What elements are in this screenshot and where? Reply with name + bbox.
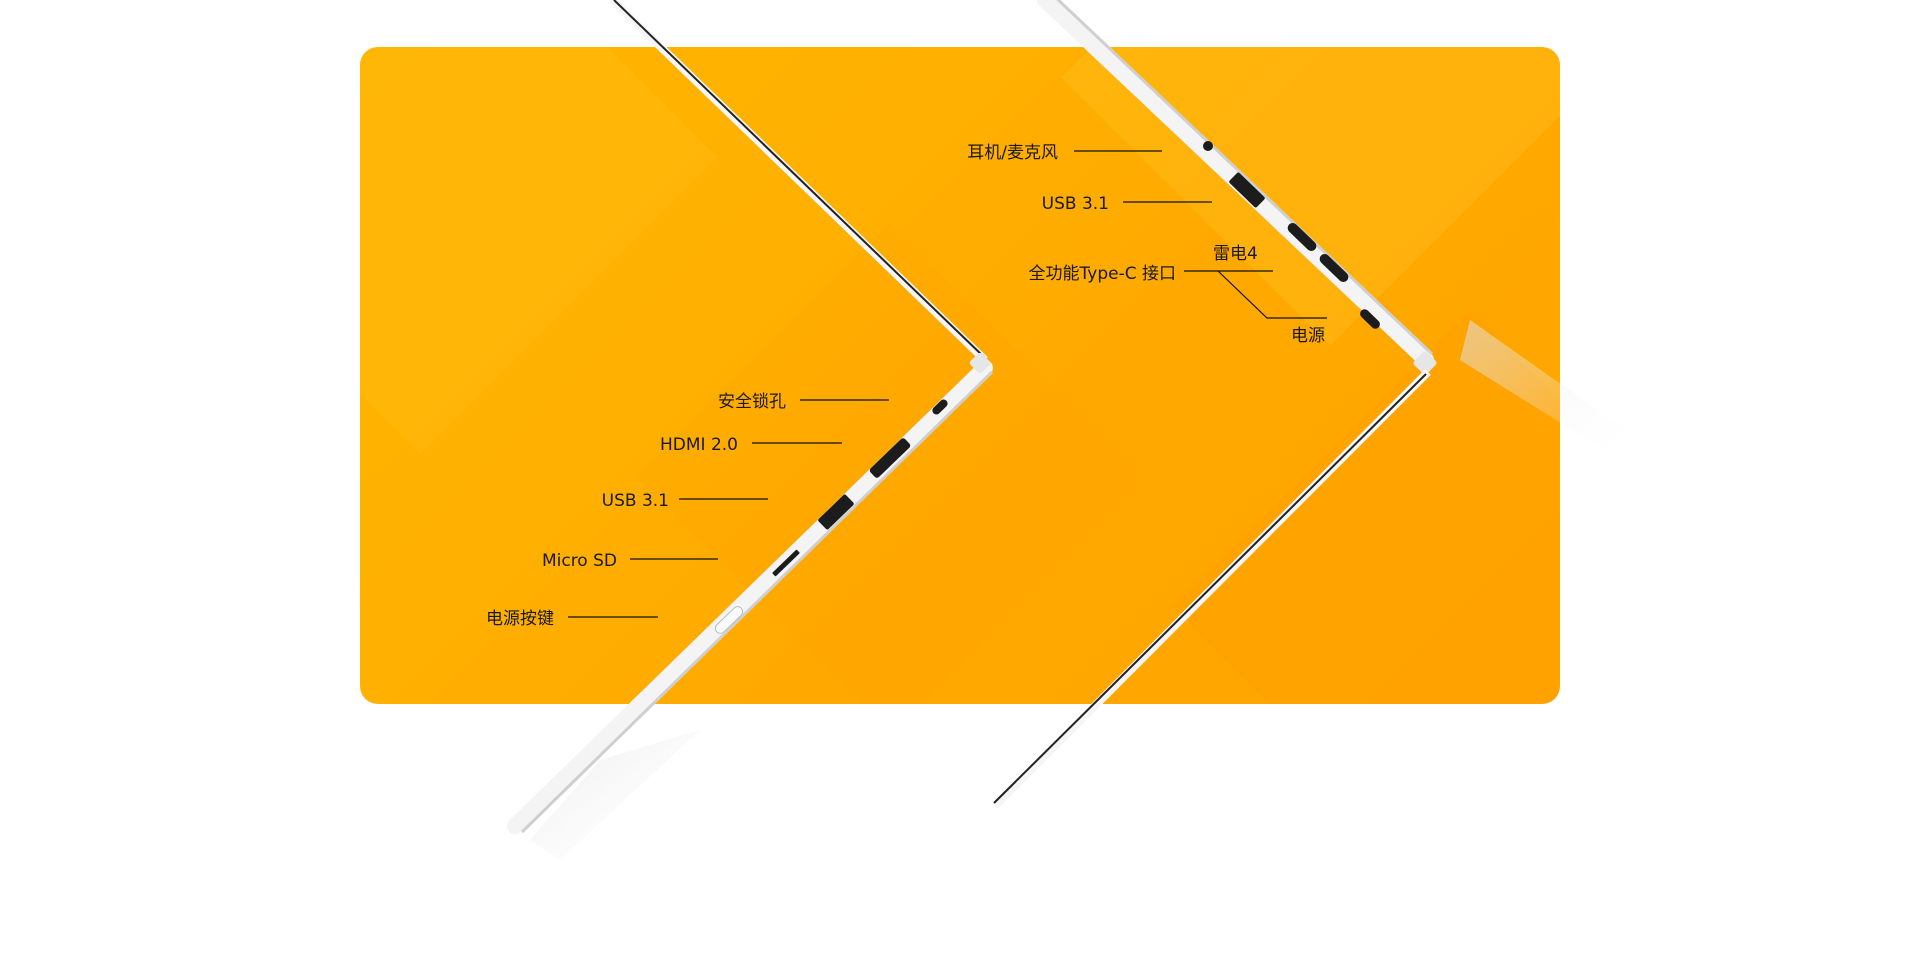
micro-sd-slot bbox=[772, 549, 800, 577]
label-power: 电源 bbox=[1291, 326, 1325, 346]
label-security-lock: 安全锁孔 bbox=[718, 392, 786, 412]
label-thunderbolt: 雷电4 bbox=[1213, 244, 1258, 264]
power-button bbox=[714, 606, 744, 634]
right-laptop bbox=[992, 0, 1640, 809]
hdmi-port bbox=[869, 438, 911, 478]
thunderbolt-port bbox=[1287, 222, 1317, 252]
left-port-labels: 安全锁孔 HDMI 2.0 USB 3.1 Micro SD 电源按键 bbox=[486, 392, 889, 629]
orange-background-panel bbox=[360, 47, 1560, 704]
usb-port bbox=[1229, 172, 1265, 208]
type-c-power-port bbox=[1360, 309, 1380, 329]
label-power-button: 电源按键 bbox=[486, 609, 554, 629]
label-type-c: 全功能Type-C 接口 bbox=[1029, 264, 1176, 284]
label-usb: USB 3.1 bbox=[602, 491, 669, 511]
audio-jack bbox=[1203, 141, 1213, 151]
label-micro-sd: Micro SD bbox=[542, 551, 617, 571]
left-laptop bbox=[507, 0, 994, 860]
usb-port bbox=[818, 494, 854, 530]
label-audio: 耳机/麦克风 bbox=[967, 143, 1058, 163]
thunderbolt-port bbox=[1319, 253, 1349, 283]
right-port-labels: 耳机/麦克风 USB 3.1 雷电4 全功能Type-C 接口 电源 bbox=[967, 143, 1327, 346]
label-hdmi: HDMI 2.0 bbox=[660, 435, 738, 455]
leader-line bbox=[1217, 270, 1327, 319]
security-lock-slot bbox=[932, 399, 948, 415]
label-usb: USB 3.1 bbox=[1042, 194, 1109, 214]
